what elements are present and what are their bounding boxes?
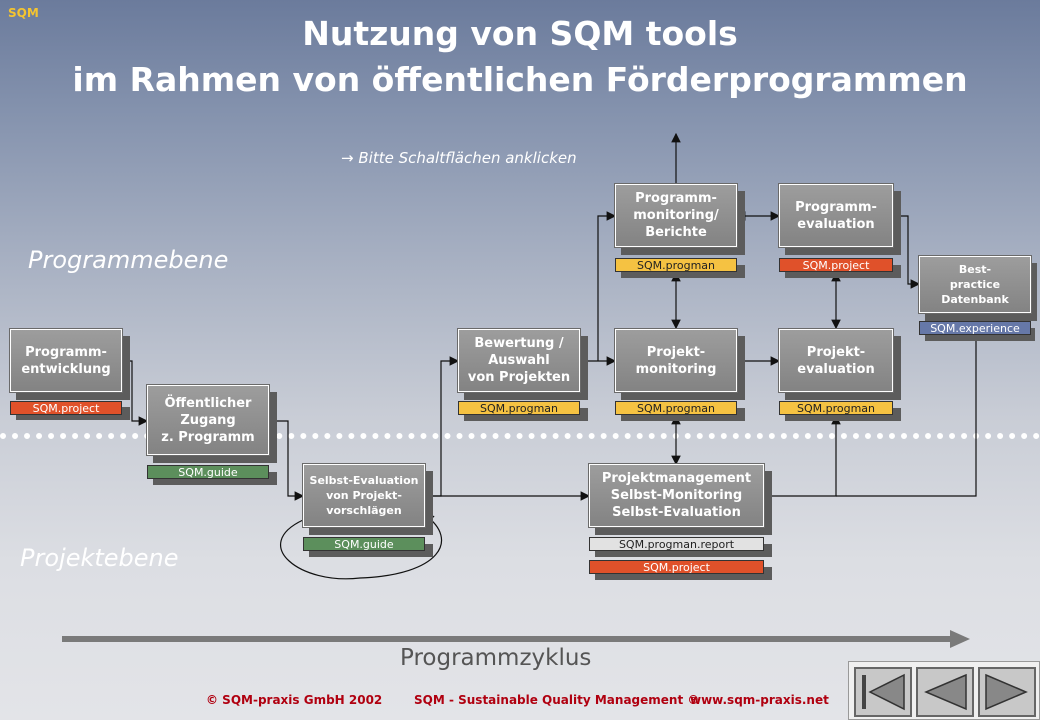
- level-label-program: Programmebene: [28, 246, 229, 274]
- previous-slide-button[interactable]: [916, 667, 974, 717]
- tag-bewertung[interactable]: SQM.progman: [458, 401, 580, 415]
- box-label: Programm- monitoring/ Berichte: [633, 191, 719, 240]
- tag-selbstevaluation[interactable]: SQM.guide: [303, 537, 425, 551]
- tag-projektevaluation[interactable]: SQM.progman: [779, 401, 893, 415]
- sqm-logo-text: SQM: [8, 6, 39, 20]
- box-label: Projektmanagement Selbst-Monitoring Selb…: [601, 471, 752, 520]
- box-label: Projekt- monitoring: [635, 344, 717, 377]
- box-label: Best- practice Datenbank: [941, 263, 1009, 306]
- box-projektmanagement[interactable]: Projektmanagement Selbst-Monitoring Selb…: [588, 463, 765, 528]
- click-hint-text: Bitte Schaltflächen anklicken: [358, 149, 577, 167]
- level-label-project: Projektebene: [20, 544, 179, 572]
- page-title-line1: Nutzung von SQM tools: [302, 14, 738, 53]
- next-slide-icon: [985, 673, 1028, 711]
- tag-programmentwicklung[interactable]: SQM.project: [10, 401, 122, 415]
- box-bewertung[interactable]: Bewertung / Auswahl von Projekten: [457, 328, 581, 393]
- tag-bestpractice[interactable]: SQM.experience: [919, 321, 1031, 335]
- box-projektmonitoring[interactable]: Projekt- monitoring: [614, 328, 738, 393]
- box-bestpractice[interactable]: Best- practice Datenbank: [918, 255, 1032, 314]
- tag-projektmanagement-project[interactable]: SQM.project: [589, 560, 764, 574]
- box-label: Programm- evaluation: [795, 199, 877, 232]
- box-label: Programm- entwicklung: [21, 344, 111, 377]
- cycle-label: Programmzyklus: [400, 645, 592, 671]
- tag-programmevaluation[interactable]: SQM.project: [779, 258, 893, 272]
- box-programmmonitoring[interactable]: Programm- monitoring/ Berichte: [614, 183, 738, 248]
- box-label: Öffentlicher Zugang z. Programm: [161, 395, 255, 445]
- click-hint: → Bitte Schaltflächen anklicken: [341, 149, 577, 167]
- first-slide-button[interactable]: [854, 667, 912, 717]
- box-label: Selbst-Evaluation von Projekt- vorschläg…: [309, 474, 419, 517]
- box-label: Bewertung / Auswahl von Projekten: [467, 336, 571, 385]
- box-selbstevaluation[interactable]: Selbst-Evaluation von Projekt- vorschläg…: [302, 463, 426, 528]
- footer-tagline: SQM - Sustainable Quality Management ®: [414, 693, 700, 707]
- box-programmevaluation[interactable]: Programm- evaluation: [778, 183, 894, 248]
- previous-slide-icon: [924, 673, 967, 711]
- next-slide-button[interactable]: [978, 667, 1036, 717]
- box-label: Projekt- evaluation: [797, 344, 875, 377]
- footer-url[interactable]: www.sqm-praxis.net: [690, 693, 829, 707]
- tag-zugang[interactable]: SQM.guide: [147, 465, 269, 479]
- arrow-right-icon: →: [341, 149, 354, 167]
- page-title-line2: im Rahmen von öffentlichen Förderprogram…: [72, 60, 968, 99]
- level-divider: [0, 433, 1040, 439]
- box-zugang[interactable]: Öffentlicher Zugang z. Programm: [146, 384, 270, 456]
- tag-projektmanagement-report[interactable]: SQM.progman.report: [589, 537, 764, 551]
- box-programmentwicklung[interactable]: Programm- entwicklung: [9, 328, 123, 393]
- box-projektevaluation[interactable]: Projekt- evaluation: [778, 328, 894, 393]
- cycle-arrow: [62, 630, 970, 648]
- tag-programmmonitoring[interactable]: SQM.progman: [615, 258, 737, 272]
- footer-copyright: © SQM-praxis GmbH 2002: [206, 693, 383, 707]
- first-slide-icon: [862, 673, 905, 711]
- tag-projektmonitoring[interactable]: SQM.progman: [615, 401, 737, 415]
